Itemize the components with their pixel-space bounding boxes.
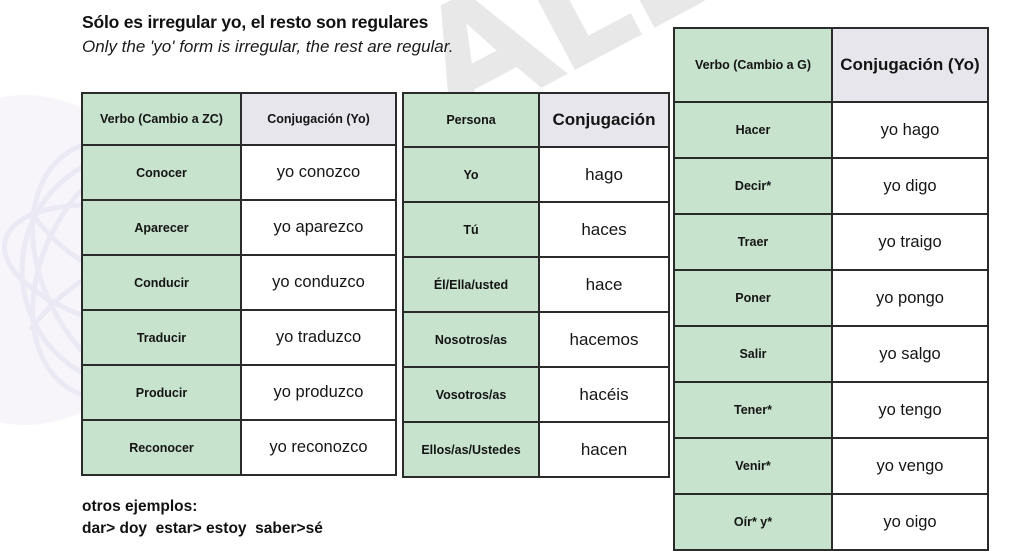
- cell-conjugation: yo hago: [831, 101, 989, 159]
- table-row: Él/Ella/usted hace: [402, 256, 670, 313]
- table-row: Oír* y* yo oigo: [673, 493, 989, 551]
- table-header-row: Verbo (Cambio a G) Conjugación (Yo): [673, 27, 989, 103]
- page-title-spanish: Sólo es irregular yo, el resto son regul…: [82, 12, 429, 32]
- table-row: Conducir yo conduzco: [81, 254, 397, 311]
- footer-examples: dar> doy estar> estoy saber>sé: [82, 520, 323, 537]
- cell-verb: Reconocer: [81, 419, 242, 476]
- table-row: Yo hago: [402, 146, 670, 203]
- cell-verb: Poner: [673, 269, 833, 327]
- cell-conjugation: hacemos: [538, 311, 670, 368]
- heading-block: Sólo es irregular yo, el resto son regul…: [82, 10, 602, 59]
- cell-conjugation: yo vengo: [831, 437, 989, 495]
- table-row: Tú haces: [402, 201, 670, 258]
- cell-person: Vosotros/as: [402, 366, 540, 423]
- column-header-conjugation: Conjugación: [538, 92, 670, 148]
- table-row: Tener* yo tengo: [673, 381, 989, 439]
- cell-conjugation: hacéis: [538, 366, 670, 423]
- cell-conjugation: yo reconozco: [240, 419, 397, 476]
- cell-conjugation: yo digo: [831, 157, 989, 215]
- cell-verb: Hacer: [673, 101, 833, 159]
- cell-conjugation: yo pongo: [831, 269, 989, 327]
- footer-notes: otros ejemplos: dar> doy estar> estoy sa…: [82, 496, 502, 540]
- cell-conjugation: hago: [538, 146, 670, 203]
- column-header-conjugation-zc: Conjugación (Yo): [240, 92, 397, 146]
- cell-verb: Traer: [673, 213, 833, 271]
- table-row: Traducir yo traduzco: [81, 309, 397, 366]
- cell-person: Yo: [402, 146, 540, 203]
- table-row: Vosotros/as hacéis: [402, 366, 670, 423]
- table-row: Traer yo traigo: [673, 213, 989, 271]
- cell-verb: Venir*: [673, 437, 833, 495]
- table-header-row: Verbo (Cambio a ZC) Conjugación (Yo): [81, 92, 397, 146]
- cell-conjugation: yo traduzco: [240, 309, 397, 366]
- cell-verb: Oír* y*: [673, 493, 833, 551]
- cell-conjugation: yo conozco: [240, 144, 397, 201]
- cell-verb: Producir: [81, 364, 242, 421]
- cell-conjugation: hacen: [538, 421, 670, 478]
- cell-person: Tú: [402, 201, 540, 258]
- cell-conjugation: yo tengo: [831, 381, 989, 439]
- page-title-english: Only the 'yo' form is irregular, the res…: [82, 37, 454, 56]
- cell-conjugation: yo aparezco: [240, 199, 397, 256]
- cell-person: Él/Ella/usted: [402, 256, 540, 313]
- table-row: Reconocer yo reconozco: [81, 419, 397, 476]
- cell-conjugation: hace: [538, 256, 670, 313]
- table-row: Venir* yo vengo: [673, 437, 989, 495]
- table-zc-verbs: Verbo (Cambio a ZC) Conjugación (Yo) Con…: [81, 92, 397, 476]
- cell-conjugation: yo salgo: [831, 325, 989, 383]
- table-row: Ellos/as/Ustedes hacen: [402, 421, 670, 478]
- table-row: Salir yo salgo: [673, 325, 989, 383]
- column-header-verb-g: Verbo (Cambio a G): [673, 27, 833, 103]
- table-row: Decir* yo digo: [673, 157, 989, 215]
- cell-conjugation: yo traigo: [831, 213, 989, 271]
- cell-verb: Decir*: [673, 157, 833, 215]
- column-header-verb-zc: Verbo (Cambio a ZC): [81, 92, 242, 146]
- cell-verb: Tener*: [673, 381, 833, 439]
- table-row: Hacer yo hago: [673, 101, 989, 159]
- column-header-persona: Persona: [402, 92, 540, 148]
- table-header-row: Persona Conjugación: [402, 92, 670, 148]
- cell-conjugation: haces: [538, 201, 670, 258]
- cell-verb: Conducir: [81, 254, 242, 311]
- column-header-conjugation-g: Conjugación (Yo): [831, 27, 989, 103]
- table-persona-conjugation: Persona Conjugación Yo hago Tú haces Él/…: [402, 92, 670, 478]
- cell-verb: Traducir: [81, 309, 242, 366]
- cell-conjugation: yo produzco: [240, 364, 397, 421]
- footer-label: otros ejemplos:: [82, 498, 198, 515]
- table-row: Poner yo pongo: [673, 269, 989, 327]
- cell-conjugation: yo oigo: [831, 493, 989, 551]
- table-row: Conocer yo conozco: [81, 144, 397, 201]
- cell-verb: Conocer: [81, 144, 242, 201]
- table-row: Aparecer yo aparezco: [81, 199, 397, 256]
- cell-verb: Aparecer: [81, 199, 242, 256]
- table-row: Nosotros/as hacemos: [402, 311, 670, 368]
- cell-conjugation: yo conduzco: [240, 254, 397, 311]
- cell-verb: Salir: [673, 325, 833, 383]
- cell-person: Ellos/as/Ustedes: [402, 421, 540, 478]
- cell-person: Nosotros/as: [402, 311, 540, 368]
- table-g-verbs: Verbo (Cambio a G) Conjugación (Yo) Hace…: [673, 27, 989, 551]
- table-row: Producir yo produzco: [81, 364, 397, 421]
